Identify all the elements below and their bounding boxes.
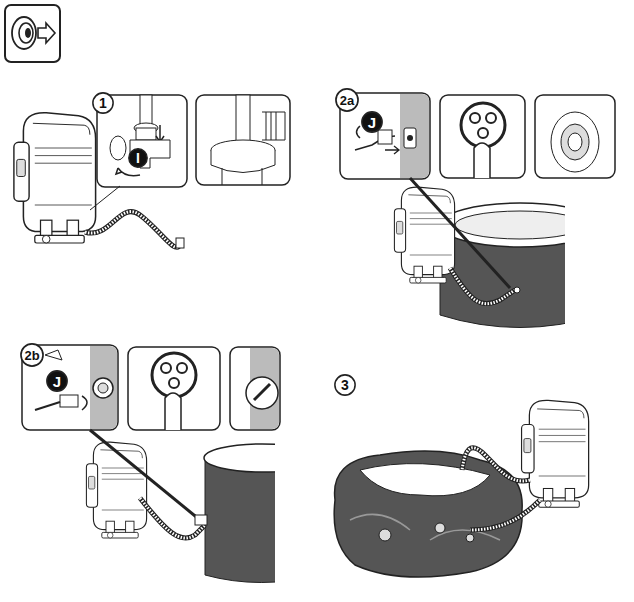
part-letter-text: I — [128, 148, 148, 168]
step-number: 1 — [92, 92, 114, 114]
step-number-text: 3 — [334, 374, 356, 396]
step-number-text: 2a — [335, 88, 359, 112]
part-letter-text: J — [361, 111, 383, 133]
step-number: 2a — [335, 88, 359, 112]
part-letter-text: J — [46, 370, 68, 392]
step-number-text: 1 — [92, 92, 114, 114]
part-letter: I — [128, 148, 148, 168]
part-letter: J — [361, 111, 383, 133]
step-number: 2b — [20, 343, 44, 367]
part-letter: J — [46, 370, 68, 392]
step-number-text: 2b — [20, 343, 44, 367]
step-number: 3 — [334, 374, 356, 396]
